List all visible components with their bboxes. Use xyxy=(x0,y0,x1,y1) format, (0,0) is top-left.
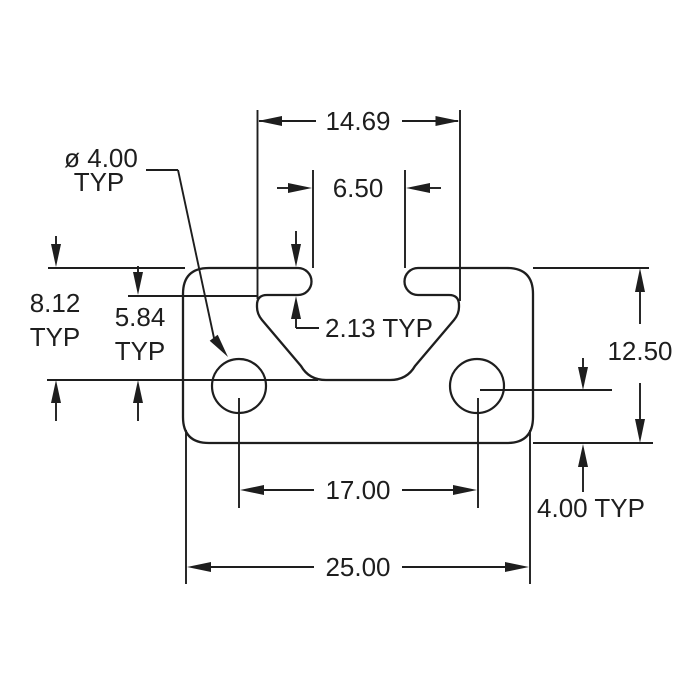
arrowhead-left xyxy=(258,116,282,126)
dim-label: 8.12 xyxy=(30,288,81,318)
arrowhead-down xyxy=(635,419,645,443)
dim-hole-spacing: 17.00 xyxy=(238,398,479,508)
arrowhead-up xyxy=(578,444,588,467)
dim-overall-width: 25.00 xyxy=(185,430,531,584)
dim-label-typ: TYP xyxy=(115,336,166,366)
extrusion-profile xyxy=(181,266,535,445)
left-reference-lines xyxy=(47,267,318,381)
dim-hole-diameter: ø 4.00 TYP xyxy=(64,143,228,357)
dim-label: 6.50 xyxy=(333,173,384,203)
dim-label: 17.00 xyxy=(325,475,390,505)
arrowhead-right xyxy=(435,116,460,126)
arrowhead-down xyxy=(291,244,301,267)
dim-label: 14.69 xyxy=(325,106,390,136)
arrowhead-down xyxy=(578,367,588,390)
arrowhead-right xyxy=(453,485,477,495)
arrowhead-right xyxy=(505,562,529,572)
dim-cavity-width: 14.69 xyxy=(256,106,461,301)
dim-label-typ: TYP xyxy=(30,322,81,352)
dim-label: 4.00 TYP xyxy=(537,493,645,523)
arrowhead-up xyxy=(51,380,61,403)
dim-lip-to-hole: 5.84 TYP xyxy=(115,266,166,421)
arrowhead-left xyxy=(240,485,264,495)
arrowhead-left xyxy=(406,183,430,193)
arrowhead-right xyxy=(288,183,312,193)
dim-overall-height: 12.50 xyxy=(607,268,673,443)
arrowhead-down xyxy=(133,272,143,295)
right-reference-lines xyxy=(480,267,653,444)
dim-label: 5.84 xyxy=(115,302,166,332)
dim-hole-to-bottom: 4.00 TYP xyxy=(537,358,645,523)
arrowhead-down xyxy=(51,244,61,267)
dim-label: 2.13 TYP xyxy=(325,313,433,343)
dim-label: 25.00 xyxy=(325,552,390,582)
mounting-hole-right xyxy=(448,357,506,415)
dim-slot-opening: 6.50 xyxy=(277,170,441,268)
arrowhead-up xyxy=(133,380,143,403)
dim-label-typ: TYP xyxy=(74,167,125,197)
dim-lip-thickness: 2.13 TYP xyxy=(291,231,433,343)
arrowhead-up xyxy=(635,268,645,292)
dim-top-to-hole: 8.12 TYP xyxy=(30,236,81,421)
profile-outline xyxy=(181,266,535,445)
arrowhead-up xyxy=(291,296,301,319)
leader-line xyxy=(177,169,215,339)
dim-label: 12.50 xyxy=(607,336,672,366)
arrowhead-left xyxy=(187,562,211,572)
dim-label: ø 4.00 xyxy=(64,143,138,173)
arrowhead-diagonal xyxy=(209,334,228,357)
